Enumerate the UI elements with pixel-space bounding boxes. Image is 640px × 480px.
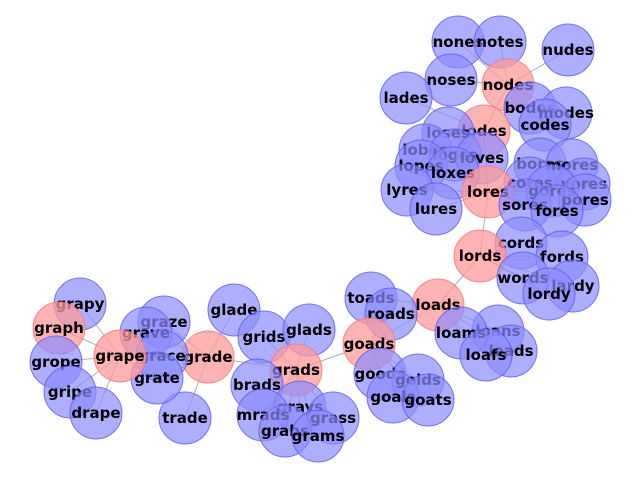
node-trade: trade [158, 391, 212, 445]
node-fores: fores [530, 184, 584, 238]
node-notes: notes [473, 15, 527, 69]
node-label-grads: grads [272, 361, 320, 379]
node-lades: lades [379, 71, 433, 125]
node-glads: glads [282, 303, 336, 357]
node-label-glads: glads [286, 321, 332, 339]
node-label-trade: trade [162, 409, 208, 427]
node-label-lores: lores [467, 183, 509, 201]
node-grids: grids [237, 310, 291, 364]
node-nudes: nudes [541, 23, 595, 77]
node-goats: goats [401, 373, 455, 427]
node-grade: grade [181, 330, 235, 384]
node-drape: drape [69, 386, 123, 440]
node-circle-loafs [459, 328, 513, 382]
node-grams: grams [291, 409, 345, 463]
node-label-drape: drape [71, 404, 120, 422]
node-circle-grape [93, 329, 147, 383]
node-label-nudes: nudes [542, 41, 593, 59]
node-label-lures: lures [415, 200, 457, 218]
node-noses: noses [424, 53, 478, 107]
node-layer: nonesnotesnudesnodesnosesladesbodesmodes… [29, 15, 612, 463]
node-label-cords: cords [498, 234, 544, 252]
node-label-grids: grids [243, 328, 286, 346]
node-label-lords: lords [459, 247, 502, 265]
node-circle-nudes [541, 23, 595, 77]
node-label-noses: noses [426, 71, 475, 89]
node-lures: lures [409, 182, 463, 236]
node-label-lades: lades [383, 89, 428, 107]
node-label-loxes: loxes [431, 164, 475, 182]
node-label-nones: nones [433, 33, 484, 51]
node-label-grate: grate [134, 369, 180, 387]
node-label-goats: goats [404, 391, 451, 409]
node-lords: lords [453, 229, 507, 283]
node-circle-lures [409, 182, 463, 236]
node-codes: codes [518, 98, 572, 152]
node-label-graph: graph [34, 319, 84, 337]
node-label-loafs: loafs [465, 346, 506, 364]
node-circle-lordy [522, 267, 576, 321]
node-label-grams: grams [292, 427, 345, 445]
node-circle-lades [379, 71, 433, 125]
node-circle-goats [401, 373, 455, 427]
node-label-roads: roads [367, 305, 415, 323]
node-grape: grape [93, 329, 147, 383]
node-label-glade: glade [211, 301, 258, 319]
node-circle-grams [291, 409, 345, 463]
node-circle-lords [453, 229, 507, 283]
node-label-grape: grape [95, 347, 144, 365]
node-label-fores: fores [535, 202, 578, 220]
node-lordy: lordy [522, 267, 576, 321]
node-label-codes: codes [520, 116, 569, 134]
node-label-notes: notes [476, 33, 523, 51]
node-label-grade: grade [183, 348, 232, 366]
node-circle-drape [69, 386, 123, 440]
node-label-lordy: lordy [527, 285, 571, 303]
node-circle-trade [158, 391, 212, 445]
node-loafs: loafs [459, 328, 513, 382]
